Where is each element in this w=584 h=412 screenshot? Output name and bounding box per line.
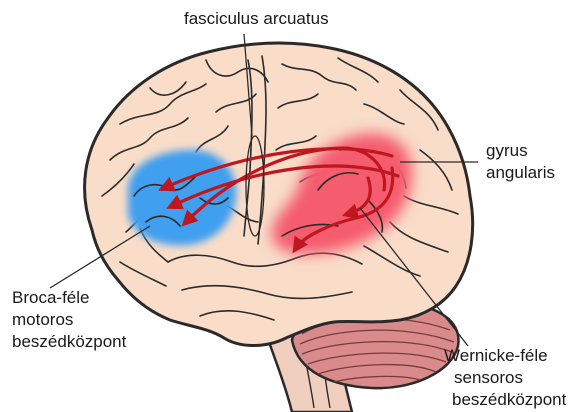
label-fasciculus-text: fasciculus arcuatus	[184, 8, 329, 30]
label-gyrus-line2: angularis	[486, 162, 555, 184]
label-broca: Broca-féle motoros beszédközpont	[12, 287, 126, 353]
label-wernicke: Wernicke-féle sensoros beszédközpont	[444, 345, 566, 411]
label-wernicke-line3: beszédközpont	[444, 389, 566, 411]
label-gyrus-angularis: gyrus angularis	[486, 140, 555, 184]
label-wernicke-line2: sensoros	[444, 367, 566, 389]
label-wernicke-line1: Wernicke-féle	[444, 345, 566, 367]
label-fasciculus-arcuatus: fasciculus arcuatus	[184, 8, 329, 30]
label-broca-line3: beszédközpont	[12, 331, 126, 353]
label-gyrus-line1: gyrus	[486, 140, 555, 162]
label-broca-line2: motoros	[12, 309, 126, 331]
label-broca-line1: Broca-féle	[12, 287, 126, 309]
